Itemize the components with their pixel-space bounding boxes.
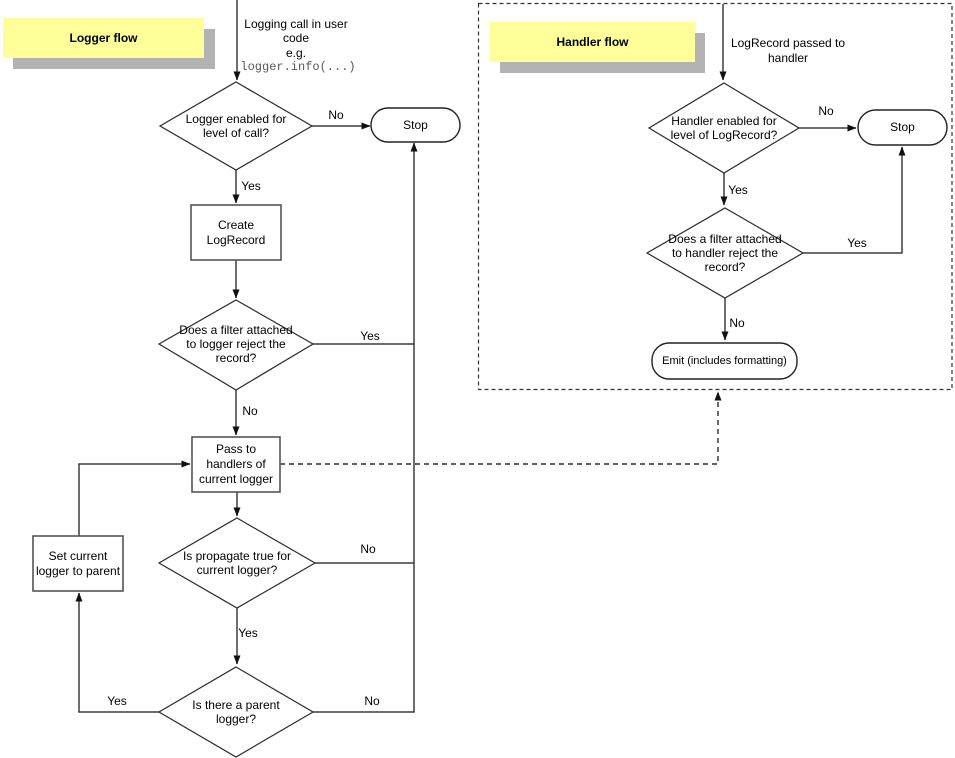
decision-handler-enabled-line1: Handler enabled for (671, 114, 777, 128)
label-yes-logger-filter: Yes (360, 329, 380, 343)
connector-set-to-pass (78, 460, 191, 536)
create-logrecord-box-label: Create LogRecord (191, 205, 281, 260)
decision-parent-logger-shape (157, 666, 315, 758)
pass-box-line3: current logger (198, 472, 274, 486)
label-no-logger-enabled: No (328, 108, 344, 122)
create-logrecord-line2: LogRecord (206, 232, 266, 247)
decision-propagate-label: Is propagate true for current logger? (167, 549, 307, 577)
emit-node-shape (651, 342, 798, 380)
label-no-logger-filter: No (242, 404, 258, 418)
decision-parent-line2: logger? (215, 712, 257, 726)
label-yes-parent: Yes (107, 694, 127, 708)
start-annotation-line3: e.g. (285, 46, 306, 60)
connector-handler-filter-yes-to-stop (803, 146, 906, 254)
logger-flow-note: Logger flow (3, 18, 204, 58)
decision-handler-filter-line2: to handler reject the (671, 246, 779, 260)
start-annotation-line2: code (282, 31, 310, 45)
decision-handler-filter-shape (645, 207, 805, 299)
label-no-propagate: No (360, 542, 376, 556)
decision-parent-line1: Is there a parent (192, 698, 280, 712)
set-current-logger-box-label: Set current logger to parent (33, 536, 123, 591)
pass-box-line1: Pass to (215, 442, 257, 456)
pass-box-line2: handlers of (206, 457, 266, 471)
stop-node-logger-shape (370, 107, 461, 143)
decision-propagate-shape (157, 517, 317, 609)
start-annotation-code: logger.info(...) (240, 60, 356, 74)
logger-flow-title: Logger flow (69, 31, 138, 45)
stop-node-logger-label: Stop (403, 117, 428, 132)
decision-logger-filter-line3: record? (215, 351, 257, 365)
decision-handler-filter-line3: record? (704, 260, 746, 274)
decision-logger-filter-line1: Does a filter attached (179, 323, 293, 337)
decision-handler-enabled-line2: level of LogRecord? (670, 128, 778, 142)
decision-logger-enabled-shape (158, 81, 314, 171)
create-logrecord-line1: Create (217, 217, 255, 232)
create-logrecord-box-shape (190, 204, 282, 261)
handler-annotation-line2: handler (767, 51, 809, 65)
connector-pass-to-handler-flow-dashed (280, 391, 722, 465)
stop-node-handler-shape (857, 109, 948, 146)
stop-node-handler-label: Stop (890, 120, 915, 134)
label-yes-logger-enabled: Yes (241, 179, 261, 193)
set-box-line1: Set current (48, 548, 108, 563)
decision-logger-filter-shape (157, 299, 315, 391)
start-annotation-line1: Logging call in user (244, 17, 348, 31)
set-current-logger-box-shape (32, 535, 124, 592)
emit-node-label: Emit (includes formatting) (662, 354, 787, 367)
handler-flow-border (477, 2, 953, 391)
decision-logger-enabled-label: Logger enabled for level of call? (171, 112, 301, 140)
label-yes-propagate: Yes (238, 626, 258, 640)
decision-logger-filter-label: Does a filter attached to logger reject … (171, 323, 301, 365)
decision-handler-filter-label: Does a filter attached to handler reject… (660, 232, 790, 274)
decision-handler-enabled-shape (647, 82, 801, 174)
pass-to-handlers-box-shape (191, 436, 281, 493)
connector-parent-yes-to-set (75, 592, 159, 713)
handler-annotation-line1: LogRecord passed to (730, 36, 846, 50)
decision-logger-enabled-line2: level of call? (202, 126, 270, 140)
label-no-handler-filter: No (729, 316, 745, 330)
decision-logger-enabled-line1: Logger enabled for (185, 112, 287, 126)
handler-flow-note: Handler flow (490, 22, 695, 62)
label-no-parent: No (364, 694, 380, 708)
decision-logger-filter-line2: to logger reject the (186, 337, 286, 351)
set-box-line2: logger to parent (35, 563, 121, 578)
label-no-handler-enabled: No (818, 104, 834, 118)
label-yes-handler-enabled: Yes (728, 183, 748, 197)
decision-handler-enabled-label: Handler enabled for level of LogRecord? (659, 114, 789, 142)
decision-propagate-line2: current logger? (196, 563, 278, 577)
pass-to-handlers-box-label: Pass to handlers of current logger (192, 437, 280, 492)
decision-handler-filter-line1: Does a filter attached (668, 232, 782, 246)
handler-flow-title: Handler flow (556, 35, 629, 49)
decision-propagate-line1: Is propagate true for (182, 549, 292, 563)
label-yes-handler-filter: Yes (847, 236, 867, 250)
connector-parent-no-to-stop (313, 142, 418, 713)
decision-parent-logger-label: Is there a parent logger? (171, 698, 301, 726)
